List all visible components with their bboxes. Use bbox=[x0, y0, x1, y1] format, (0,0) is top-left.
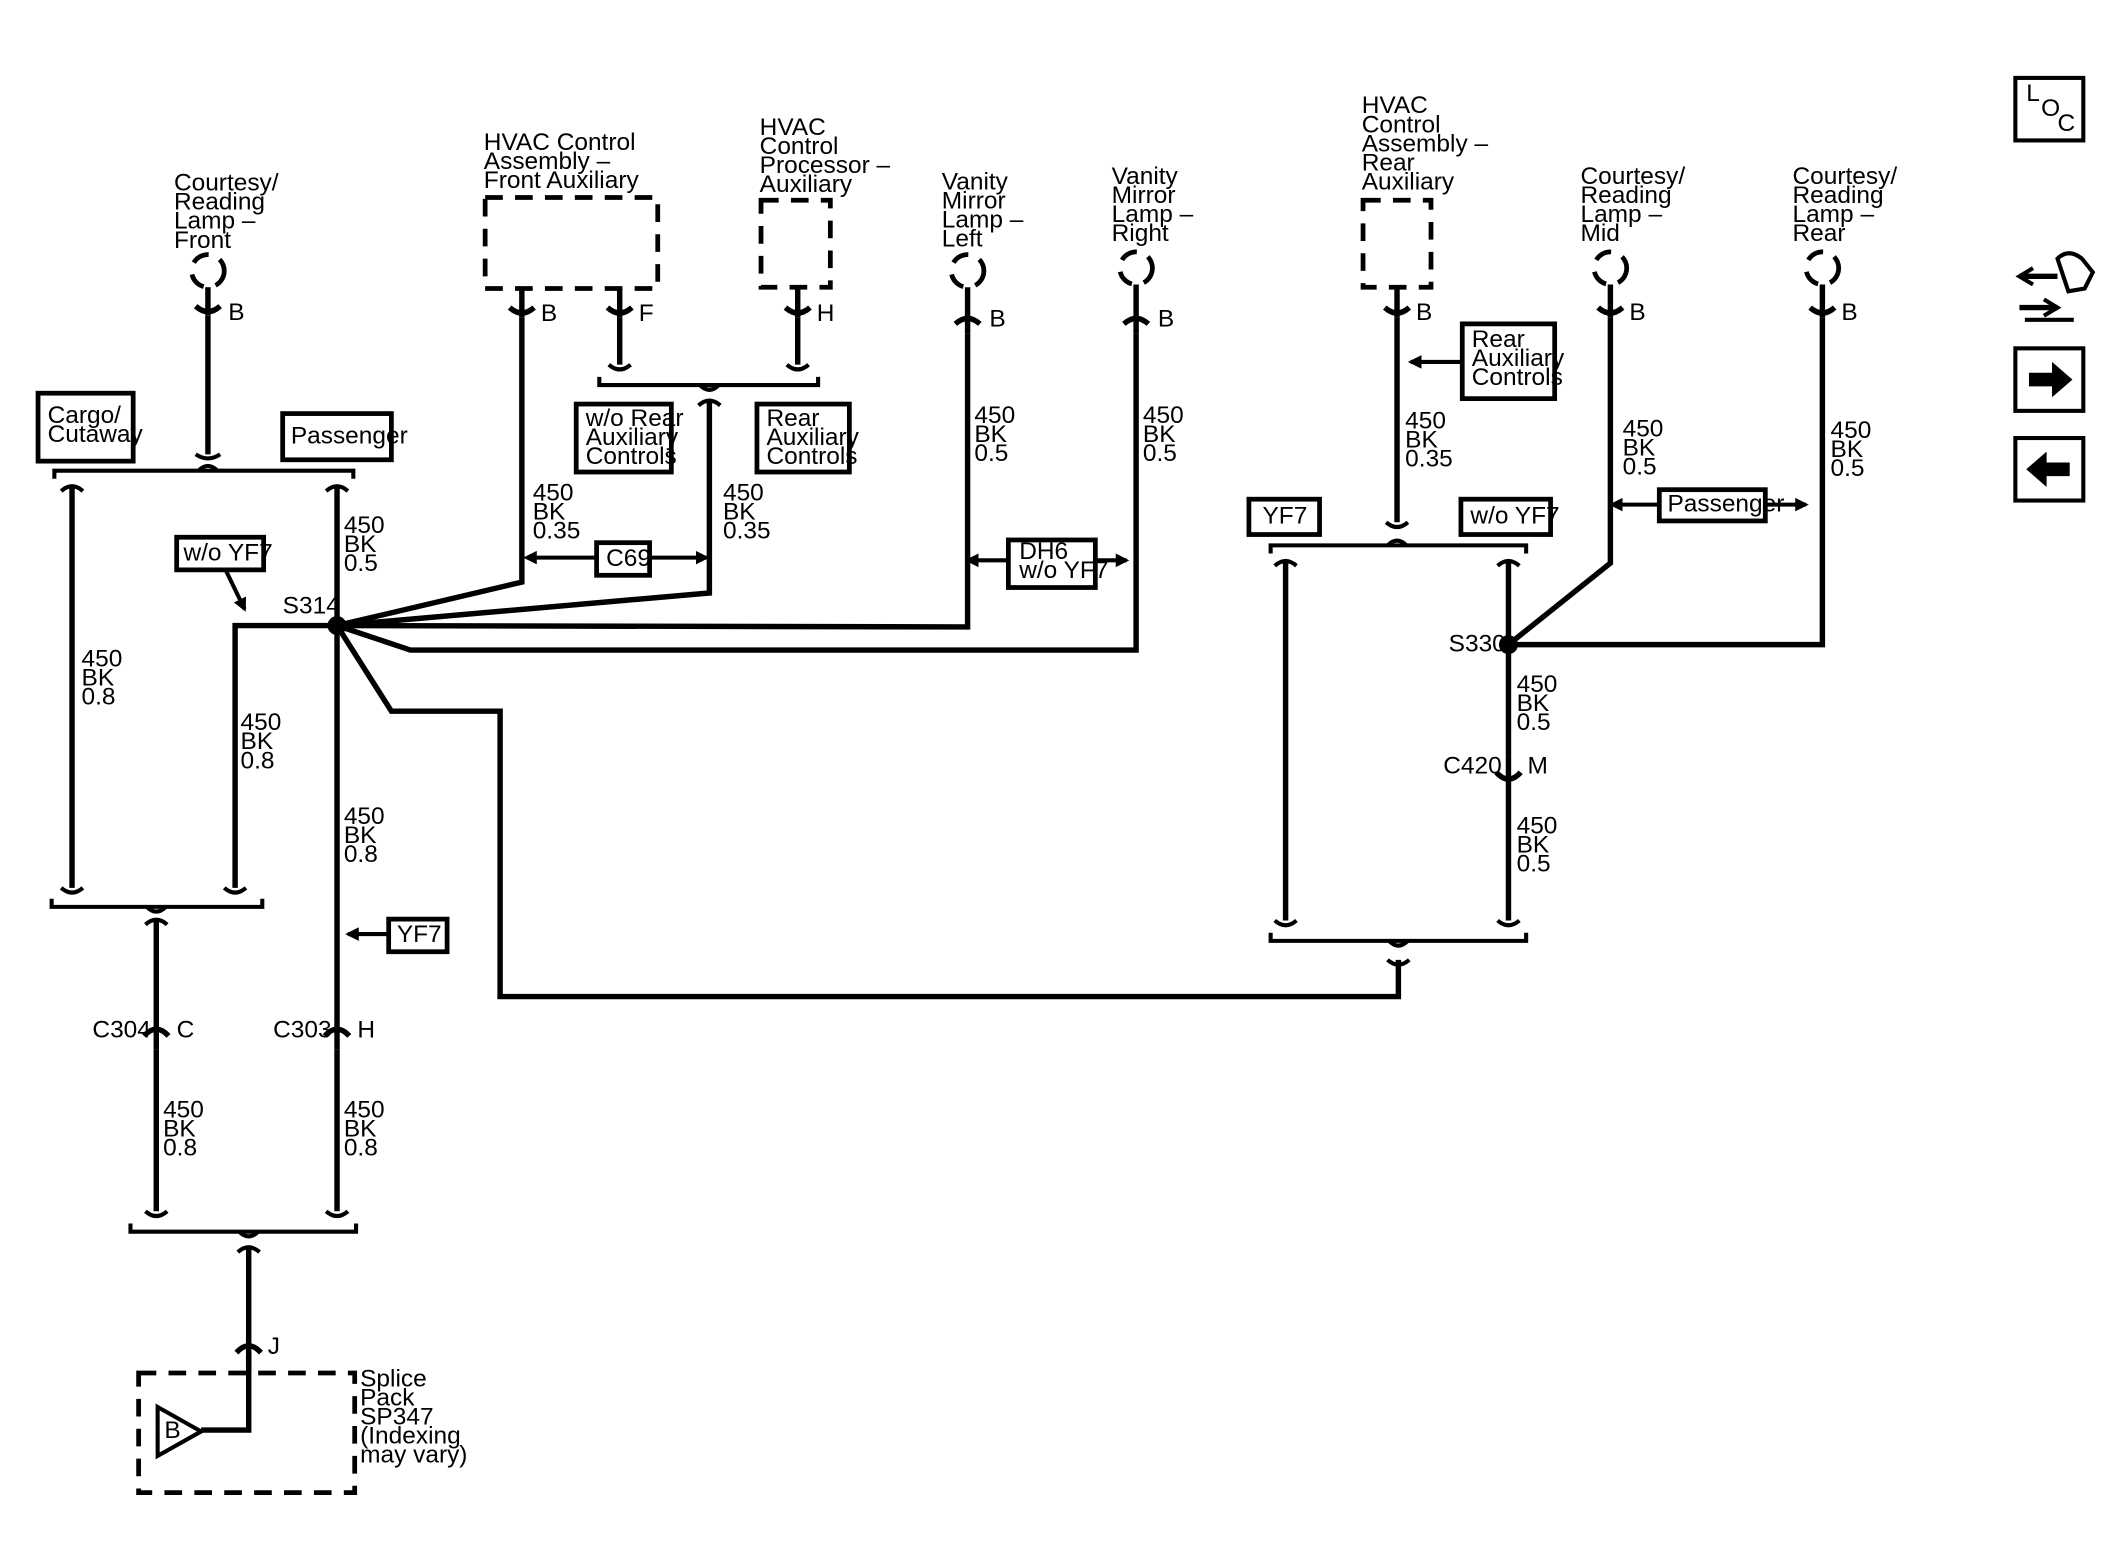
pin-vanity-right: B bbox=[1158, 306, 1174, 333]
option-box-wo-yf7-right: w/o YF7 bbox=[1458, 496, 1560, 537]
vanity-right-label: Vanity Mirror Lamp – Right bbox=[1112, 163, 1200, 247]
wires-right bbox=[1268, 317, 1826, 948]
pin-c420: M bbox=[1527, 753, 1547, 780]
pin-c303: H bbox=[357, 1016, 375, 1043]
splice-s314-dot bbox=[327, 616, 347, 636]
courtesy-lamp-rear-label: Courtesy/ Reading Lamp – Rear bbox=[1792, 163, 1903, 247]
option-box-passenger-left: Passenger bbox=[280, 411, 408, 463]
harness-connector-icon[interactable] bbox=[2015, 251, 2096, 322]
pin-c304: C bbox=[177, 1016, 195, 1043]
courtesy-lamp-mid-component bbox=[1591, 249, 1630, 287]
svg-text:YF7: YF7 bbox=[397, 921, 442, 948]
pin-symbols bbox=[142, 284, 1837, 1374]
pin-hvac-front-b: B bbox=[541, 300, 557, 327]
option-box-cargo-cutaway: Cargo/Cutaway bbox=[35, 390, 144, 464]
option-box-passenger-right: Passenger bbox=[1609, 487, 1809, 524]
courtesy-lamp-front-label: Courtesy/ Reading Lamp – Front bbox=[174, 170, 285, 254]
pin-vanity-left: B bbox=[989, 306, 1005, 333]
courtesy-lamp-front-component bbox=[189, 252, 227, 290]
option-box-yf7-left-bottom: YF7 bbox=[345, 916, 450, 955]
hvac-processor-aux-label: HVAC Control Processor – Auxiliary bbox=[760, 114, 897, 198]
svg-text:Passenger: Passenger bbox=[291, 422, 408, 449]
pin-hvac-proc-h: H bbox=[817, 300, 835, 327]
splice-pack-label: Splice Pack SP347 (Indexing may vary) bbox=[360, 1366, 467, 1469]
hvac-rear-aux-label: HVAC Control Assembly – Rear Auxiliary bbox=[1362, 92, 1495, 195]
pin-hvac-front-f: F bbox=[639, 300, 654, 327]
splice-pack-component bbox=[136, 1370, 358, 1495]
svg-text:Cargo/Cutaway: Cargo/Cutaway bbox=[48, 402, 144, 448]
svg-text:O: O bbox=[2041, 95, 2060, 122]
wires-left bbox=[49, 315, 1411, 1346]
connector-c303: C303 bbox=[273, 1016, 331, 1043]
pin-courtesy-front: B bbox=[228, 299, 244, 326]
svg-text:Passenger: Passenger bbox=[1667, 490, 1784, 517]
connector-c304: C304 bbox=[92, 1016, 150, 1043]
svg-text:C69: C69 bbox=[606, 545, 651, 572]
loc-icon[interactable]: L O C bbox=[2013, 75, 2086, 143]
pin-courtesy-rear: B bbox=[1841, 299, 1857, 326]
pin-splice-j: J bbox=[268, 1333, 280, 1360]
vanity-left-label: Vanity Mirror Lamp – Left bbox=[942, 168, 1030, 252]
vanity-right-component bbox=[1117, 249, 1155, 287]
svg-text:C: C bbox=[2057, 110, 2075, 137]
svg-text:YF7: YF7 bbox=[1262, 503, 1307, 530]
pin-courtesy-mid: B bbox=[1629, 299, 1645, 326]
splice-s330-dot bbox=[1498, 635, 1518, 655]
pin-hvac-rear-b: B bbox=[1416, 299, 1432, 326]
courtesy-lamp-mid-label: Courtesy/ Reading Lamp – Mid bbox=[1580, 163, 1691, 247]
svg-text:w/o YF7: w/o YF7 bbox=[182, 539, 272, 566]
connector-c420: C420 bbox=[1443, 753, 1501, 780]
splice-s314-label: S314 bbox=[283, 592, 340, 619]
hvac-processor-component bbox=[758, 197, 833, 290]
svg-text:w/o YF7: w/o YF7 bbox=[1469, 503, 1559, 530]
courtesy-lamp-rear-component bbox=[1803, 249, 1842, 287]
hvac-front-aux-component bbox=[482, 195, 661, 291]
ground-pin-label: B bbox=[164, 1417, 180, 1444]
arrow-left-icon[interactable] bbox=[2013, 436, 2086, 503]
ground-triangle-icon bbox=[155, 1403, 206, 1460]
hvac-rear-aux-component bbox=[1360, 197, 1434, 290]
splice-pack-wire bbox=[201, 1352, 252, 1433]
splice-s330-label: S330 bbox=[1449, 630, 1506, 657]
hvac-front-aux-label: HVAC Control Assembly – Front Auxiliary bbox=[484, 129, 643, 194]
arrow-right-icon[interactable] bbox=[2013, 346, 2086, 413]
vanity-left-component bbox=[948, 252, 987, 290]
option-box-yf7-right: YF7 bbox=[1246, 496, 1322, 537]
svg-text:L: L bbox=[2026, 80, 2040, 107]
option-box-c69: C69 bbox=[523, 540, 710, 578]
option-box-wo-yf7-left: w/o YF7 bbox=[174, 534, 273, 612]
